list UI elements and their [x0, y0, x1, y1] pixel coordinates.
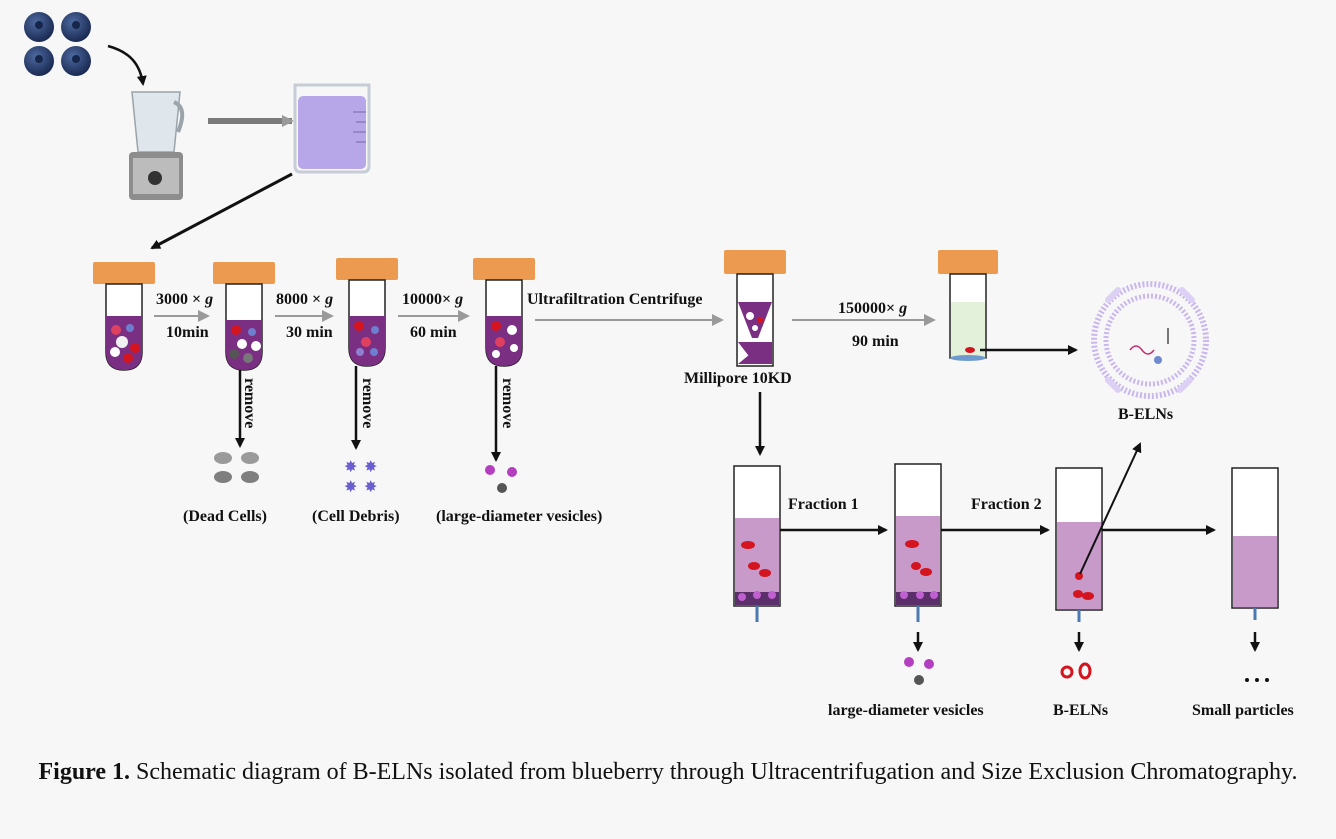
dead-cells-icon [214, 452, 259, 483]
step-1-time: 10min [166, 324, 209, 341]
output-large-vesicles-icon [904, 657, 934, 685]
blender-icon [129, 91, 185, 200]
arrow-berries-to-blender [107, 44, 147, 86]
tube-1 [93, 262, 155, 371]
beaker-icon [293, 83, 371, 174]
figure-caption: Figure 1. Schematic diagram of B-ELNs is… [0, 754, 1336, 790]
output-small-particles-icon [1245, 678, 1269, 682]
output-label-small-particles: Small particles [1192, 702, 1294, 719]
svg-text:✸: ✸ [344, 477, 357, 496]
output-label-large-vesicles: large-diameter vesicles [828, 702, 984, 719]
svg-text:✸: ✸ [364, 457, 377, 476]
product-label: B-ELNs [1118, 406, 1174, 423]
tube-2 [213, 262, 275, 371]
remove-label-2: remove [359, 378, 376, 429]
removed-dead-cells: (Dead Cells) [183, 508, 267, 525]
sec-column-2 [894, 463, 942, 622]
svg-text:✸: ✸ [364, 477, 377, 496]
svg-text:✸: ✸ [344, 457, 357, 476]
arrow-beaker-to-tube [150, 172, 293, 250]
large-vesicles-icon [485, 465, 517, 493]
ultracentrifuge-tube [938, 250, 998, 361]
caption-text: Schematic diagram of B-ELNs isolated fro… [130, 759, 1298, 785]
ultracentrifuge-time: 90 min [852, 333, 899, 350]
ultrafiltration-label: Ultrafiltration Centrifuge [527, 291, 703, 308]
removed-large-vesicles: (large-diameter vesicles) [436, 508, 603, 525]
tube-3 [336, 258, 398, 367]
blueberries-icon [24, 12, 91, 76]
sec-column-3 [1055, 467, 1103, 622]
step-3-speed: 10000× g [402, 291, 464, 308]
output-b-elns-icon [1060, 662, 1092, 680]
cell-debris-icon: ✸ ✸ ✸ ✸ [344, 457, 377, 496]
millipore-label: Millipore 10KD [684, 370, 792, 387]
remove-label-1: remove [241, 378, 258, 429]
sec-column-1 [733, 465, 781, 622]
step-3-time: 60 min [410, 324, 457, 341]
arrow-fraction-to-b-elns [1079, 442, 1142, 575]
workflow-graphic: ✸ ✸ ✸ ✸ [24, 12, 1279, 685]
vesicle-icon [1091, 281, 1209, 399]
step-2-speed: 8000 × g [276, 291, 334, 308]
output-label-b-elns: B-ELNs [1053, 702, 1109, 719]
step-1-speed: 3000 × g [156, 291, 214, 308]
ultrafiltration-tube [724, 250, 786, 367]
remove-label-3: remove [499, 378, 516, 429]
ultracentrifuge-speed: 150000× g [838, 300, 908, 317]
step-2-time: 30 min [286, 324, 333, 341]
tube-4 [473, 258, 535, 367]
removed-cell-debris: (Cell Debris) [312, 508, 400, 525]
sec-column-4 [1231, 467, 1279, 620]
fraction-1-label: Fraction 1 [788, 496, 859, 513]
caption-label: Figure 1. [38, 759, 131, 785]
fraction-2-label: Fraction 2 [971, 496, 1042, 513]
